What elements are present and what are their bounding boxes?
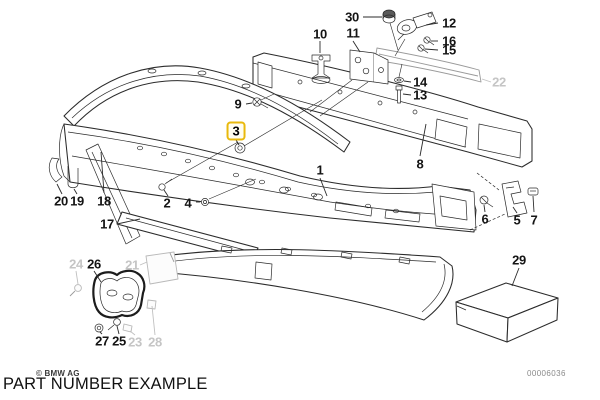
leader-line — [394, 38, 406, 57]
fastener-parts-drawing — [158, 9, 437, 206]
bumper-rear-flange-drawing — [63, 65, 351, 153]
leader-line — [100, 151, 105, 194]
part-label-2[interactable]: 2 — [163, 195, 171, 211]
plate-drawing — [145, 251, 179, 285]
parts-box-drawing — [455, 282, 559, 343]
part-label-3[interactable]: 3 — [226, 121, 246, 141]
leader-line — [319, 81, 369, 117]
diagram-number: 00006036 — [527, 369, 566, 378]
leader-lines — [56, 16, 535, 336]
leader-line — [208, 178, 257, 200]
leader-line — [245, 102, 253, 105]
bmw-copyright: © BMW AG — [36, 369, 80, 378]
page-caption: PART NUMBER EXAMPLE — [3, 375, 208, 393]
leader-line — [481, 78, 492, 83]
main-bumper-drawing — [59, 123, 477, 245]
leader-line — [139, 261, 148, 266]
part-label-23[interactable]: 23 — [128, 334, 142, 350]
part-label-30[interactable]: 30 — [345, 9, 359, 25]
leader-line — [402, 93, 412, 96]
leader-line — [243, 99, 323, 147]
leader-line — [165, 141, 239, 184]
leader-line — [352, 40, 361, 53]
part-label-9[interactable]: 9 — [234, 96, 242, 112]
part-label-1[interactable]: 1 — [316, 162, 324, 178]
leader-line — [532, 195, 535, 213]
part-label-28[interactable]: 28 — [148, 334, 162, 350]
leader-line — [99, 331, 103, 335]
bumper-carrier-drawing — [252, 52, 533, 168]
side-bracket-drawing — [479, 180, 539, 218]
leader-line — [151, 305, 156, 336]
leader-line — [403, 80, 412, 83]
leader-line — [469, 213, 506, 231]
part-label-13[interactable]: 13 — [413, 87, 427, 103]
leader-line — [56, 183, 63, 195]
part-label-21[interactable]: 21 — [125, 257, 139, 273]
part-label-5[interactable]: 5 — [513, 212, 521, 228]
leader-line — [419, 123, 427, 157]
lower-fasteners-drawing — [69, 284, 157, 333]
leader-line — [93, 270, 102, 283]
impact-strip-drawing — [374, 47, 482, 83]
leader-line — [483, 204, 486, 213]
part-label-18[interactable]: 18 — [97, 193, 111, 209]
part-label-19[interactable]: 19 — [70, 193, 84, 209]
part-label-22[interactable]: 22 — [492, 74, 506, 90]
leader-line — [319, 177, 328, 197]
leader-line — [476, 172, 500, 191]
part-label-27[interactable]: 27 — [95, 333, 109, 349]
leader-line — [260, 93, 275, 101]
part-label-4[interactable]: 4 — [184, 195, 192, 211]
part-label-14[interactable]: 14 — [413, 74, 427, 90]
leader-line — [116, 325, 120, 335]
part-label-7[interactable]: 7 — [530, 212, 538, 228]
leader-line — [512, 206, 518, 214]
leader-line — [309, 79, 353, 113]
part-label-8[interactable]: 8 — [416, 156, 424, 172]
part-label-10[interactable]: 10 — [313, 26, 327, 42]
part-label-12[interactable]: 12 — [442, 15, 456, 31]
leader-line — [389, 22, 399, 51]
leader-line — [425, 22, 439, 26]
part-label-17[interactable]: 17 — [100, 216, 114, 232]
leader-line — [511, 267, 520, 287]
part-label-29[interactable]: 29 — [512, 252, 526, 268]
part-label-26[interactable]: 26 — [87, 256, 101, 272]
tow-hook-and-clip-drawing — [48, 157, 79, 189]
leader-line — [129, 330, 136, 336]
part-label-15[interactable]: 15 — [442, 42, 456, 58]
leader-line — [73, 188, 78, 195]
gasket-drawing — [92, 269, 146, 319]
part-label-25[interactable]: 25 — [112, 333, 126, 349]
part-label-11[interactable]: 11 — [346, 25, 360, 41]
leader-line — [163, 189, 169, 197]
leader-line — [116, 218, 141, 225]
lower-valance-drawing — [149, 245, 454, 321]
part-label-24[interactable]: 24 — [69, 256, 83, 272]
part-label-6[interactable]: 6 — [481, 211, 489, 227]
leader-line — [75, 270, 79, 285]
part-label-20[interactable]: 20 — [54, 193, 68, 209]
leader-line — [398, 63, 403, 78]
part-label-16[interactable]: 16 — [442, 33, 456, 49]
leader-line — [424, 48, 439, 51]
